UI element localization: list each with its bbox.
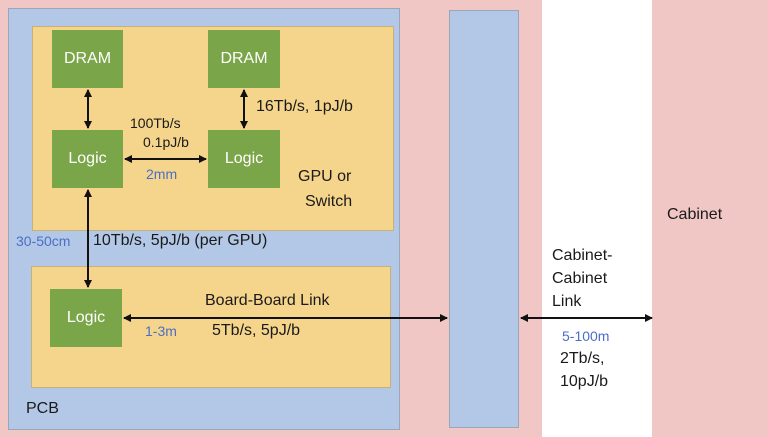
logic-board-chip: Logic [50,289,122,347]
on-package-energy: 0.1pJ/b [143,134,189,150]
cabinet-link-column [542,0,652,437]
pcb-link-spec: 10Tb/s, 5pJ/b (per GPU) [93,232,268,249]
cabinet-distance: 5-100m [562,328,610,344]
dram-left-chip: DRAM [52,30,123,88]
pcb-label: PCB [26,400,59,417]
cabinet-link-line3: Link [552,293,582,310]
cabinet-label: Cabinet [667,206,723,223]
on-package-bandwidth: 100Tb/s [130,115,181,131]
gpu-label-line1: GPU or [298,168,352,185]
logic-right-chip: Logic [208,130,280,188]
dram-right-chip: DRAM [208,30,280,88]
cabinet-bandwidth-line2: 10pJ/b [560,373,609,390]
board-link-spec: 5Tb/s, 5pJ/b [212,322,301,339]
on-package-distance: 2mm [146,166,178,182]
dram-link-spec: 16Tb/s, 1pJ/b [256,98,353,115]
gpu-label-line2: Switch [305,193,353,210]
board-link-title: Board-Board Link [205,292,330,309]
pcb-distance: 30-50cm [16,233,71,249]
cabinet-bandwidth-line1: 2Tb/s, [560,350,605,367]
logic-left-chip: Logic [52,130,123,188]
cabinet-link-line1: Cabinet- [552,247,613,264]
backplane-bar [449,10,519,428]
cabinet-link-line2: Cabinet [552,270,608,287]
board-link-distance: 1-3m [145,323,177,339]
